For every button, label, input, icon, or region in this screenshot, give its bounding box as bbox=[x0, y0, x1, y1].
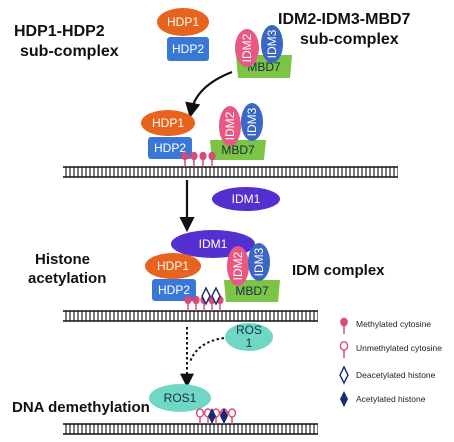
mbd7-label: MBD7 bbox=[247, 60, 281, 74]
histone-acetylation-label-line2: acetylation bbox=[28, 270, 106, 287]
acetylated-histone-icon bbox=[340, 391, 348, 407]
legend-methylated-cytosine: Methylated cytosine bbox=[356, 319, 431, 329]
idm3-label: IDM3 bbox=[252, 247, 266, 276]
hdp1-shape bbox=[145, 253, 201, 279]
legend-item: Methylated cytosine bbox=[340, 317, 431, 334]
idm2-shape bbox=[235, 29, 259, 67]
unmethylated-cytosine-icon bbox=[227, 408, 237, 424]
assembly-arrow bbox=[185, 70, 233, 119]
acetylated-histone-icon bbox=[220, 408, 228, 424]
idm2-shape bbox=[227, 246, 249, 286]
hdp2-label: HDP2 bbox=[158, 283, 190, 297]
legend-acetylated-histone: Acetylated histone bbox=[356, 394, 426, 404]
mbd7-label: MBD7 bbox=[221, 143, 255, 157]
methylated-cytosine-group bbox=[181, 151, 216, 167]
ros1-shape bbox=[149, 384, 211, 412]
acetylated-histone-group bbox=[208, 408, 228, 424]
methylated-cytosine-icon bbox=[340, 317, 348, 334]
hdp2-shape bbox=[148, 137, 192, 159]
methylated-cytosine-icon bbox=[192, 295, 200, 311]
idm-subcomplex-title-line1: IDM2-IDM3-MBD7 bbox=[278, 11, 411, 28]
idm3-shape bbox=[248, 243, 270, 281]
methylated-cytosine-icon bbox=[199, 151, 207, 167]
ros1-label-line1: ROS bbox=[236, 323, 262, 337]
legend-deacetylated-histone: Deacetylated histone bbox=[356, 370, 436, 380]
idm1-label: IDM1 bbox=[199, 237, 228, 251]
idm2-label: IDM2 bbox=[231, 251, 245, 280]
hdp1-shape bbox=[157, 8, 209, 36]
idm3-shape bbox=[261, 25, 283, 63]
ros1-recruitment-arrow bbox=[189, 337, 225, 363]
mbd7-label: MBD7 bbox=[235, 284, 269, 298]
deacetylated-histone-group bbox=[201, 286, 221, 306]
unmethylated-cytosine-icon bbox=[339, 341, 349, 358]
hdp1-label: HDP1 bbox=[167, 15, 199, 29]
unmethylated-cytosine-icon bbox=[195, 408, 205, 424]
idm-subcomplex-title-line2: sub-complex bbox=[300, 31, 399, 48]
dna-demethylation-label: DNA demethylation bbox=[12, 399, 150, 416]
legend-unmethylated-cytosine: Unmethylated cytosine bbox=[356, 343, 442, 353]
idm1-shape bbox=[212, 187, 280, 211]
idm3-label: IDM3 bbox=[245, 107, 259, 136]
acetylated-histone-icon bbox=[208, 408, 216, 424]
idm2-shape bbox=[219, 106, 241, 146]
dna-strand bbox=[63, 310, 318, 322]
legend: Methylated cytosine Unmethylated cytosin… bbox=[339, 317, 442, 407]
hdp-subcomplex-title-line1: HDP1-HDP2 bbox=[14, 23, 105, 40]
idm1-label: IDM1 bbox=[232, 192, 261, 206]
idm3-shape bbox=[241, 103, 263, 141]
deacetylated-histone-icon bbox=[201, 286, 211, 306]
legend-item: Deacetylated histone bbox=[339, 365, 436, 385]
dna-strand bbox=[63, 166, 398, 178]
hdp2-shape bbox=[167, 37, 209, 61]
hdp2-shape bbox=[152, 279, 196, 301]
hdp2-label: HDP2 bbox=[172, 42, 204, 56]
deacetylated-histone-icon bbox=[339, 365, 349, 385]
methylated-cytosine-icon bbox=[181, 151, 189, 167]
unmethylated-cytosine-group bbox=[195, 408, 237, 424]
hdp1-shape bbox=[141, 110, 195, 136]
idm2-label: IDM2 bbox=[240, 33, 254, 62]
idm2-label: IDM2 bbox=[223, 111, 237, 140]
methylated-cytosine-icon bbox=[208, 151, 216, 167]
ros1-shape bbox=[225, 323, 273, 351]
idm-complex-label: IDM complex bbox=[292, 262, 385, 279]
legend-item: Acetylated histone bbox=[340, 391, 426, 407]
histone-acetylation-label-line1: Histone bbox=[35, 251, 90, 268]
dna-strand bbox=[63, 423, 318, 435]
idm3-label: IDM3 bbox=[265, 29, 279, 58]
hdp2-label: HDP2 bbox=[154, 141, 186, 155]
hdp1-label: HDP1 bbox=[157, 259, 189, 273]
ros1-label-line2: 1 bbox=[246, 336, 253, 350]
legend-item: Unmethylated cytosine bbox=[339, 341, 442, 358]
methylated-cytosine-icon bbox=[190, 151, 198, 167]
hdp-subcomplex-title-line2: sub-complex bbox=[20, 43, 119, 60]
deacetylated-histone-icon bbox=[211, 286, 221, 306]
hdp1-label: HDP1 bbox=[152, 116, 184, 130]
mbd7-shape bbox=[210, 140, 266, 160]
methylated-cytosine-icon bbox=[184, 295, 192, 311]
ros1-label: ROS1 bbox=[164, 391, 197, 405]
